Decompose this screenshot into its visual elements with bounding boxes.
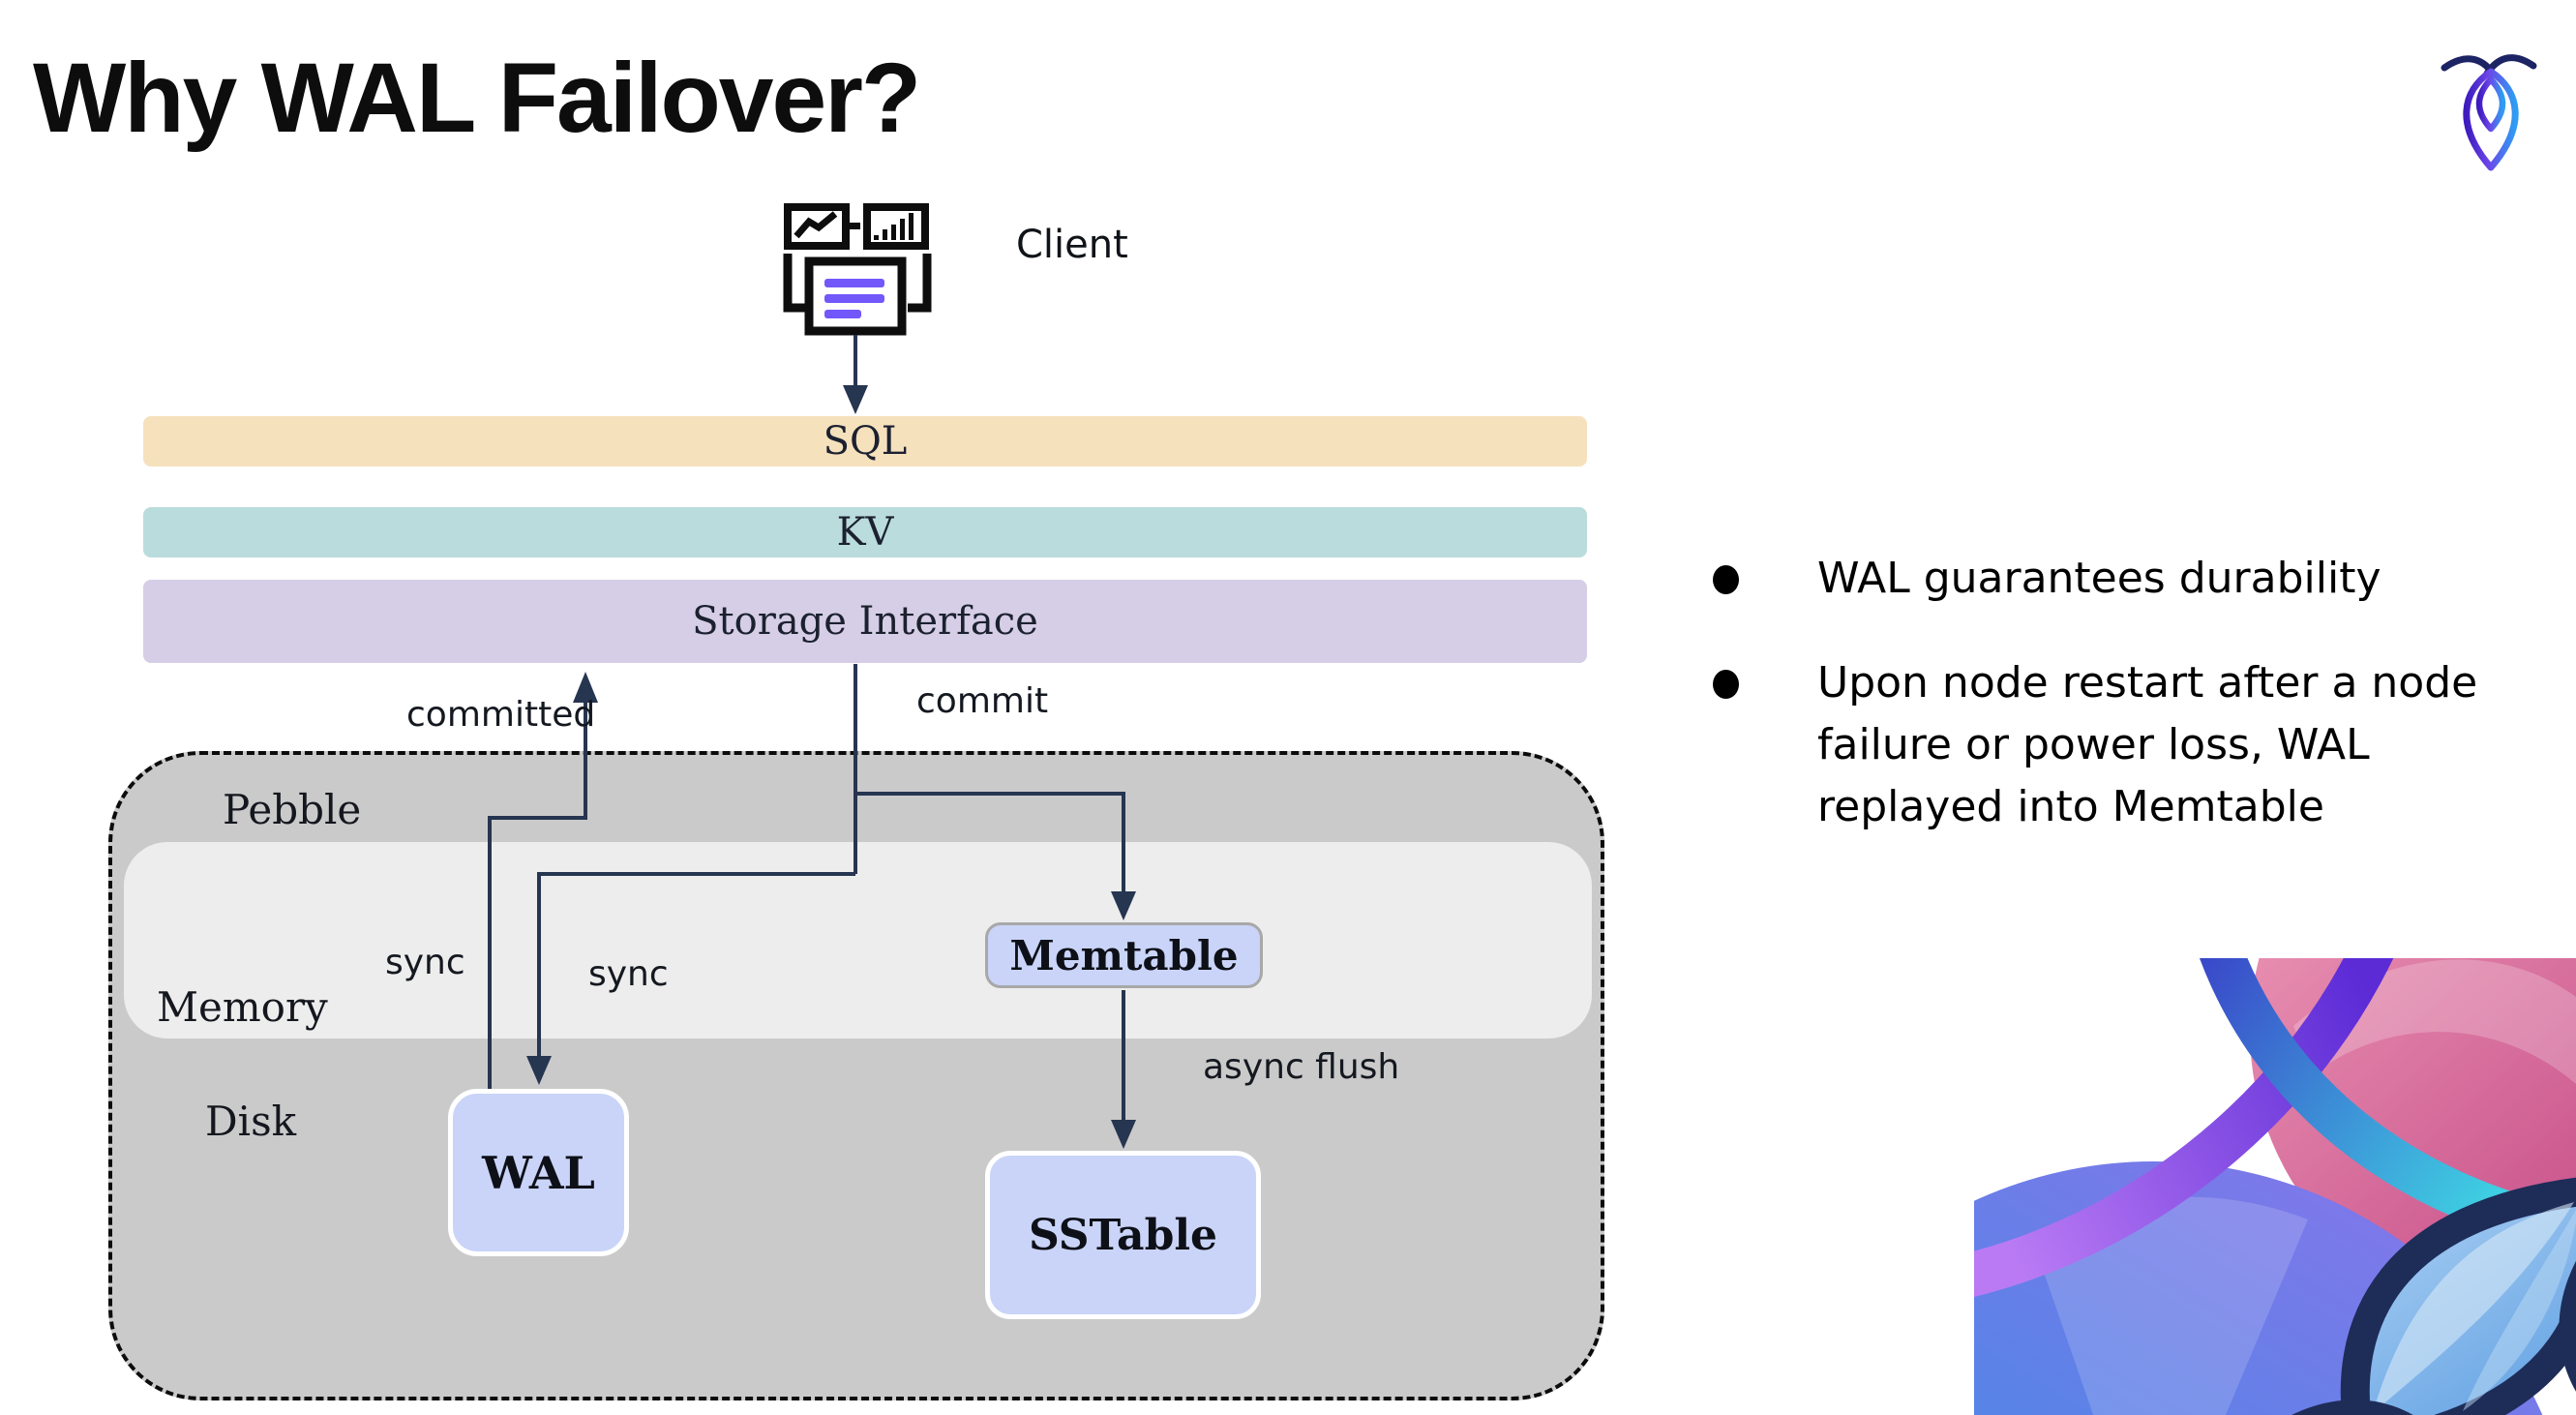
memory-label: Memory <box>157 983 328 1031</box>
partial-leaf-outline <box>2559 1260 2576 1392</box>
committed-edge-label: committed <box>406 695 596 735</box>
sync-left-edge-label: sync <box>385 943 465 982</box>
pebble-label: Pebble <box>223 786 362 833</box>
wal-node: WAL <box>448 1089 629 1256</box>
memory-region <box>124 842 1592 1039</box>
sync-right-edge-label: sync <box>588 954 669 994</box>
bullet-item: Upon node restart after a node failure o… <box>1695 652 2495 838</box>
layer-bar-kv: KV <box>143 507 1587 557</box>
cockroachdb-corner-art <box>1974 958 2576 1415</box>
bullet-text: WAL guarantees durability <box>1817 554 2381 603</box>
pink-sheen <box>2293 959 2576 1084</box>
bar-chart-glyph <box>874 213 914 240</box>
wal-label: WAL <box>482 1146 595 1199</box>
leaf-shape <box>2340 1177 2576 1415</box>
client-label: Client <box>1016 223 1128 267</box>
teal-arc <box>2200 958 2576 1254</box>
sstable-node: SSTable <box>985 1151 1261 1319</box>
blue-circle <box>1974 1161 2543 1415</box>
bullet-item: WAL guarantees durability <box>1695 548 2495 610</box>
commit-edge-label: commit <box>916 681 1049 721</box>
client-devices-icon <box>783 203 932 336</box>
layer-label-kv: KV <box>836 510 894 555</box>
leaf-vein-highlight <box>2463 1210 2576 1411</box>
leaf-vein-highlight <box>2373 1202 2574 1413</box>
bullet-list: WAL guarantees durability Upon node rest… <box>1695 548 2528 881</box>
arrowhead-into-sql <box>843 385 868 414</box>
dash-glyph <box>849 223 860 229</box>
layer-bar-storage-interface: Storage Interface <box>143 580 1587 663</box>
layer-label-sql: SQL <box>823 419 908 464</box>
purple-arc <box>1974 958 2394 1297</box>
document-lines-glyph <box>824 279 884 318</box>
memtable-node: Memtable <box>985 922 1263 988</box>
bullet-text: Upon node restart after a node failure o… <box>1817 658 2478 831</box>
layer-label-storage-interface: Storage Interface <box>692 599 1038 644</box>
disk-label: Disk <box>205 1098 297 1145</box>
sstable-label: SSTable <box>1028 1210 1218 1260</box>
pink-circle <box>2250 958 2576 1321</box>
page-title: Why WAL Failover? <box>33 43 921 153</box>
async-flush-edge-label: async flush <box>1203 1047 1400 1087</box>
memtable-label: Memtable <box>1009 931 1239 979</box>
blue-sheen <box>2032 1196 2308 1415</box>
cockroachdb-logo-icon <box>2441 54 2537 171</box>
layer-bar-sql: SQL <box>143 416 1587 467</box>
